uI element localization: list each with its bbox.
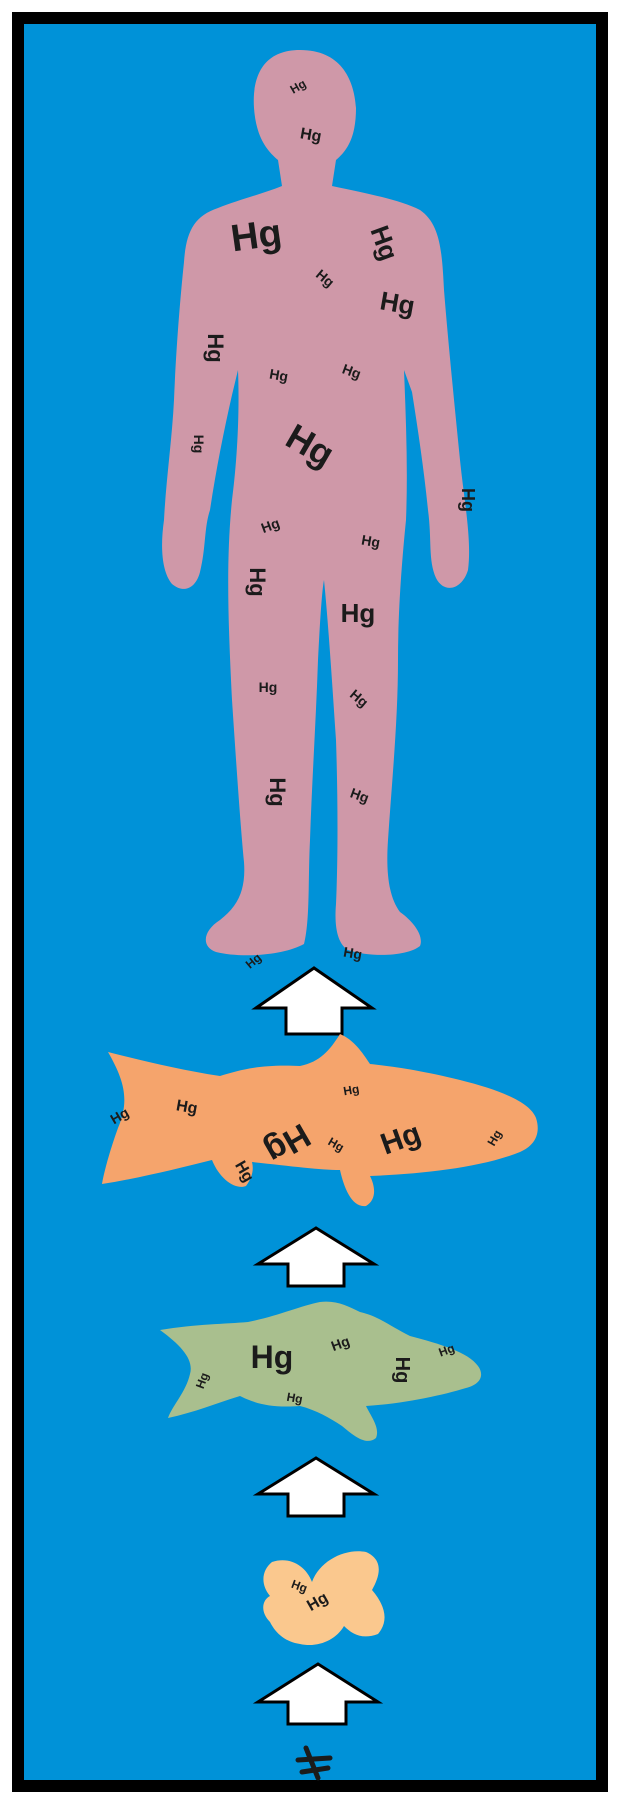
hg-symbol: Hg: [259, 679, 278, 695]
hg-symbol: Hg: [342, 1082, 360, 1099]
hg-symbol: Hg: [228, 212, 284, 261]
up-arrow-1: [256, 968, 372, 1034]
small-fish: [160, 1302, 481, 1441]
microorganism-icon: [298, 1748, 330, 1778]
hg-symbol: Hg: [360, 532, 381, 551]
hg-symbol: Hg: [341, 598, 376, 628]
hg-symbol: Hg: [342, 944, 363, 963]
hg-symbol: Hg: [378, 285, 417, 321]
up-arrow-2: [258, 1228, 374, 1286]
up-arrow-4: [258, 1664, 378, 1724]
hg-symbol: Hg: [268, 366, 289, 385]
hg-symbol: Hg: [203, 333, 228, 362]
hg-symbol: Hg: [265, 777, 290, 806]
human-silhouette: [162, 50, 469, 955]
hg-symbol: Hg: [458, 488, 478, 512]
hg-symbol: Hg: [251, 1339, 294, 1375]
up-arrow-3: [258, 1458, 374, 1516]
hg-symbol: Hg: [391, 1357, 413, 1384]
large-fish: [102, 1034, 538, 1206]
hg-symbol: Hg: [286, 1390, 304, 1407]
hg-symbol: Hg: [245, 567, 270, 596]
hg-symbol: Hg: [191, 435, 207, 454]
